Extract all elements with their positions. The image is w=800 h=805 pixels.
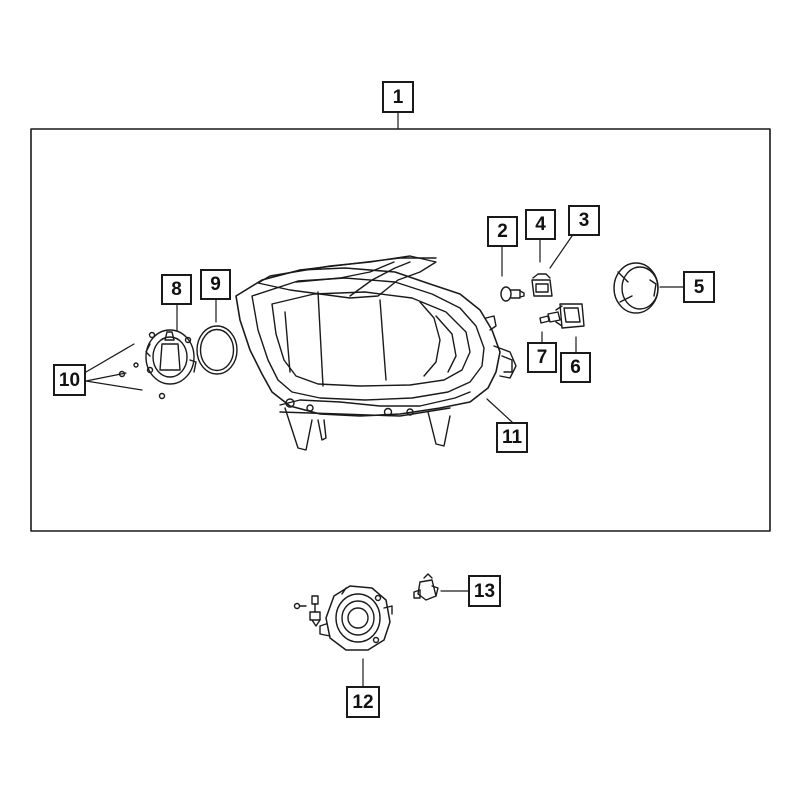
callout-3: 3 — [568, 205, 600, 236]
socket-part-4 — [531, 273, 553, 297]
callout-5: 5 — [683, 271, 715, 303]
leader-lines — [85, 112, 684, 687]
o-ring-part-9 — [196, 325, 238, 375]
screws-part-10 — [118, 331, 166, 400]
callout-13: 13 — [468, 575, 501, 607]
hid-bulb-part-6 — [539, 303, 585, 329]
dust-cap-part-5 — [613, 262, 659, 314]
callout-4: 4 — [525, 209, 556, 240]
callout-9: 9 — [200, 269, 231, 300]
assembly-frame — [30, 128, 771, 532]
callout-6: 6 — [560, 352, 591, 383]
fog-bulb-part-13 — [413, 573, 439, 601]
bulb-part-2 — [500, 286, 525, 302]
callout-7: 7 — [527, 342, 557, 373]
callout-8: 8 — [161, 274, 192, 305]
callout-10: 10 — [53, 364, 86, 396]
adapter-ring-part-8 — [145, 329, 197, 385]
callout-1: 1 — [382, 81, 414, 113]
callout-2: 2 — [487, 216, 518, 247]
callout-11: 11 — [496, 422, 528, 453]
headlamp-housing — [235, 255, 517, 451]
callout-12: 12 — [346, 686, 380, 718]
fog-lamp-part-12 — [293, 585, 393, 651]
